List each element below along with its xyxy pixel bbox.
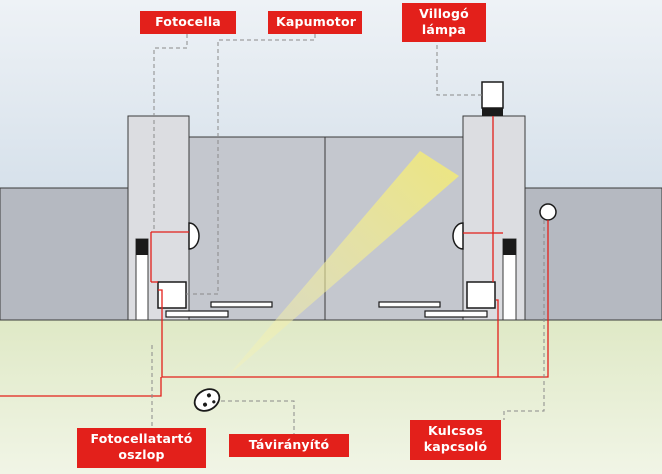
label-photocell: Fotocella [140,11,236,34]
gate-motor-right [466,281,496,309]
photocell-post-right-head [503,239,516,255]
flashing-lamp-body [481,81,504,109]
wiring [0,116,549,397]
label-flashing-lamp: Villogó lámpa [402,3,486,42]
remote-signal-beam [226,151,459,378]
motor-arm-right-lower [424,310,488,318]
flashing-lamp-base [482,108,503,116]
wall-left [0,187,129,321]
motor-arm-left-upper [210,301,273,308]
key-switch [539,203,557,221]
label-key-switch: Kulcsos kapcsoló [410,420,501,460]
label-remote-control: Távirányító [229,434,349,457]
photocell-right [452,222,464,250]
label-photocell-post: Fotocellatartó oszlop [77,428,206,468]
photocell-left [188,222,200,250]
gate-motor-left [157,281,187,309]
remote-control [193,388,221,412]
leader-lines [151,34,545,436]
label-gate-motor: Kapumotor [268,11,362,34]
motor-arm-left-lower [165,310,229,318]
motor-arm-right-upper [378,301,441,308]
photocell-post-left-head [136,239,148,255]
